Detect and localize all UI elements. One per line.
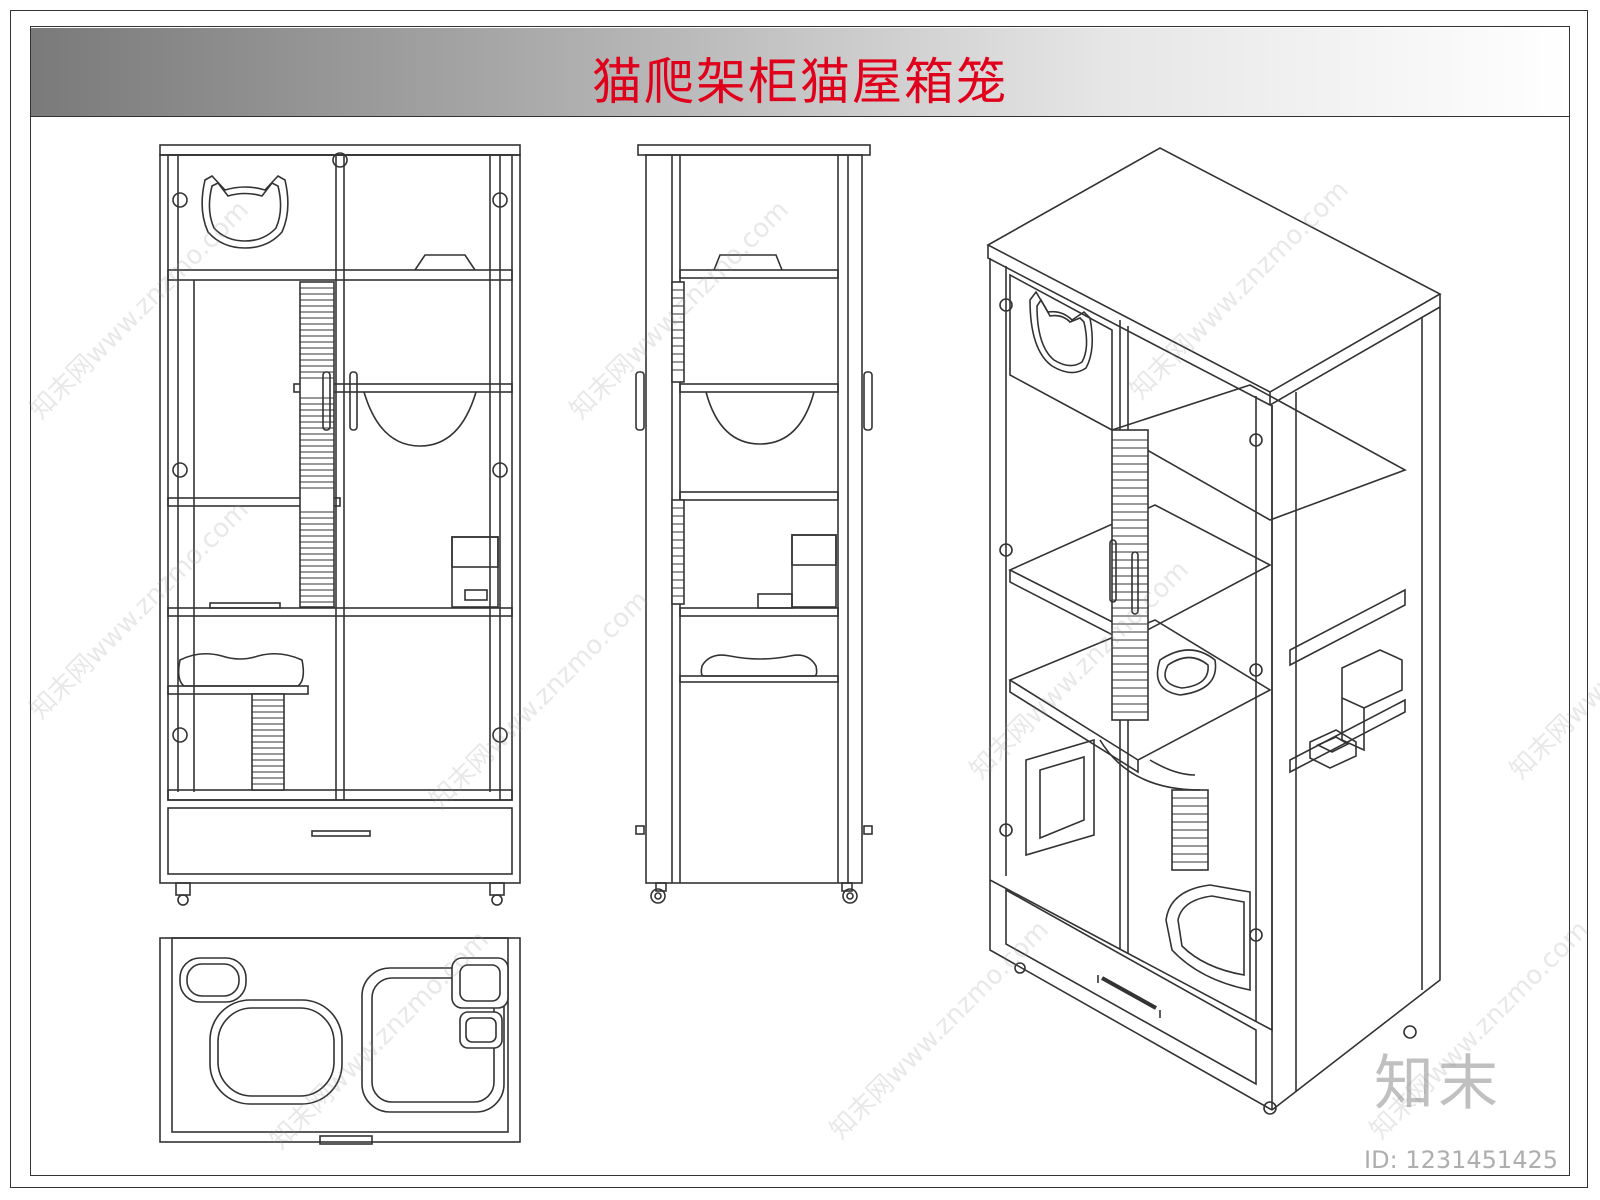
brand-logo: 知末 — [1374, 1049, 1502, 1119]
outer-frame — [10, 10, 1588, 1188]
front-view — [159, 144, 521, 906]
inner-frame — [30, 26, 1570, 1176]
iso-view — [986, 147, 1442, 1115]
title-bar: 猫爬架柜猫屋箱笼 — [31, 28, 1569, 117]
image-id-label: ID: 1231451425 — [1364, 1146, 1558, 1174]
plan-view — [159, 937, 521, 1145]
page-title: 猫爬架柜猫屋箱笼 — [592, 53, 1008, 111]
side-view — [635, 144, 873, 904]
